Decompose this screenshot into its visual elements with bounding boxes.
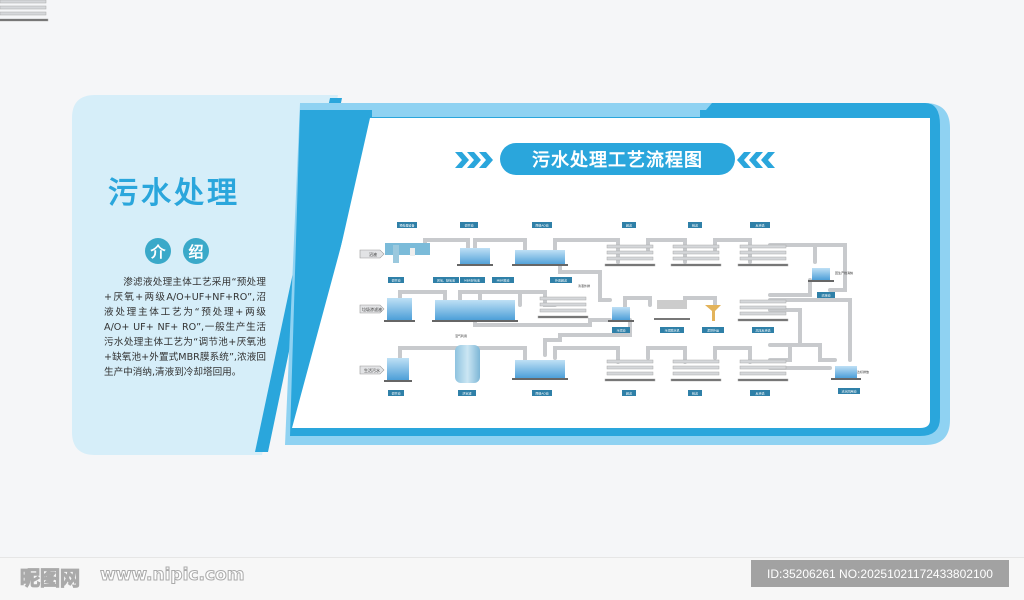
left-title: 污水处理 [108,176,240,211]
sludge-press [654,300,690,320]
label-uf3: 超滤 [626,391,632,396]
label-ao2c: MBR膜池 [497,278,510,283]
input-label: 生活污水 [364,367,380,373]
left-panel [72,95,338,455]
sludge-cake [705,305,721,321]
chevron-left-icon [737,152,775,168]
output-notes: 回生产线消纳 清液外排 达标排放 沼气利用 [455,270,869,374]
note-out-conc: 回生产线消纳 [835,270,853,275]
label-conc: 浓液池 [821,293,830,298]
note-out-clean: 达标排放 [857,369,869,374]
chevron-right-icon [455,152,493,168]
label-uf1: 超滤 [626,223,632,228]
intro-badge: 绍 [183,238,209,264]
diagram-title: 污水处理工艺流程图 [500,143,735,175]
label-tj2: 调节池 [391,278,400,283]
label-ao2a: 厌氧、缺氧池 [437,278,455,283]
intro-badge: 介 [145,238,171,264]
label-cake: 泥饼外运 [707,328,719,333]
label-anaer: 厌氧罐 [462,391,471,396]
input-arrows [359,249,385,375]
watermark-brand: 昵图网 [20,566,81,591]
membrane-racks [0,0,789,382]
label-nf1: 纳滤 [692,223,698,228]
label-boxes [388,222,860,396]
label-pre: 预处理设备 [399,223,414,228]
watermark-id: ID:35206261 NO:20251021172433802100 [751,560,1009,587]
intro-text: 渗滤液处理主体工艺采用“预处理+厌氧+两级A/O+UF+NF+RO”,沼液处理主… [104,277,266,378]
label-tj3: 调节池 [391,391,400,396]
watermark-url: www.nipic.com [99,565,245,586]
pretreatment-equipment [385,243,430,263]
label-texts: 预处理设备 调节池 两级AO池 超滤 纳滤 反渗透 调节池 厌氧、缺氧池 MBR… [391,223,856,396]
label-nf3: 纳滤 [692,391,698,396]
note-gas: 沼气利用 [455,333,467,338]
label-ao1: 两级AO池 [535,223,548,228]
input-label: 沼液 [369,251,377,257]
label-tj1: 调节池 [464,223,473,228]
label-ro3: 反渗透 [755,391,764,396]
tank-bases [384,264,861,382]
label-sludge: 污泥池 [616,328,625,333]
label-uf2: 外置超滤 [555,278,567,283]
tanks [387,248,857,380]
label-ao2b: MBR好氧池 [464,278,480,283]
label-clean: 清水回用池 [841,389,856,394]
label-ro-high: 高压反渗透 [755,328,770,333]
label-press: 污泥脱水机 [664,328,679,333]
label-ao3: 两级AO池 [535,391,548,396]
anaerobic-tank [455,345,480,383]
label-ro1: 反渗透 [755,223,764,228]
note-out-water: 清液外排 [578,283,590,288]
input-label: 垃圾渗滤液 [362,306,382,312]
